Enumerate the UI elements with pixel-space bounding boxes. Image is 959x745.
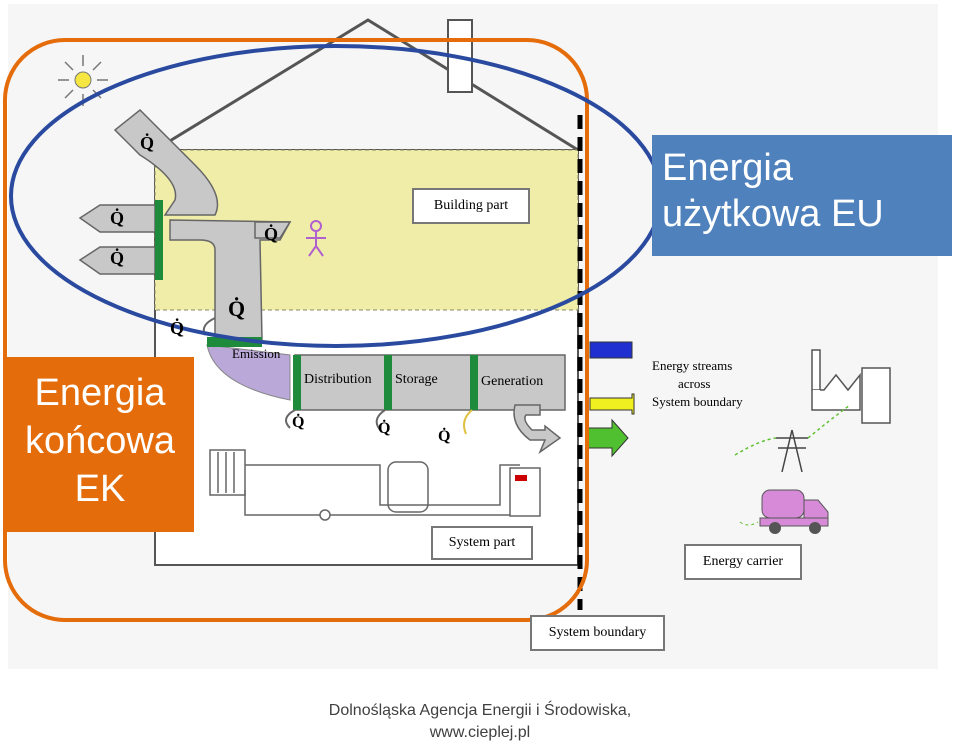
person-icon [306, 220, 326, 257]
footer-line-1: Dolnośląska Agencja Energii i Środowiska… [328, 702, 632, 719]
q-generation-loss-label: Q̇ [438, 428, 451, 445]
eu-line-2: użytkowa EU [662, 193, 884, 235]
power-pylon-icon [734, 404, 851, 473]
heating-system-icon [209, 449, 541, 521]
energy-stream-arrow-yellow [589, 393, 635, 415]
energia-koncowa-callout: Energia końcowa EK [6, 357, 194, 532]
q-solar-label: Q̇ [140, 133, 155, 153]
internal-gain-arrow [254, 221, 292, 239]
system-boundary-label: System boundary [530, 615, 665, 651]
q-duct-label: Q̇ [228, 296, 246, 321]
generation-return-arrow [513, 404, 562, 455]
energy-streams-line-3: System boundary [652, 394, 743, 409]
house-roof [154, 18, 579, 152]
footer: Dolnośląska Agencja Energii i Środowiska… [270, 700, 690, 744]
ek-line-3: EK [74, 468, 126, 510]
emission-bar [207, 337, 262, 347]
truck-icon [739, 489, 829, 534]
ek-line-2: końcowa [25, 420, 175, 462]
q-storage-loss-label: Q̇ [378, 420, 391, 437]
generation-bar [470, 355, 478, 410]
energia-uzytkowa-callout: Energia użytkowa EU [652, 135, 952, 256]
energy-streams-label: Energy streams across System boundary [652, 357, 743, 411]
energy-stream-arrow-blue [589, 341, 633, 359]
system-duct [294, 354, 566, 411]
q-emission-loss-label: Q̇ [170, 318, 185, 338]
energy-carrier-label: Energy carrier [684, 544, 802, 580]
sun-icon [58, 55, 108, 106]
emission-wedge [206, 344, 291, 401]
energy-streams-line-1: Energy streams [652, 358, 733, 373]
factory-icon [811, 349, 891, 424]
storage-label: Storage [395, 372, 438, 387]
energy-streams-line-2: across [678, 376, 711, 391]
eu-line-1: Energia [662, 147, 793, 189]
q-loss-label-1: Q̇ [110, 208, 125, 228]
distribution-bar [293, 355, 301, 410]
ek-frame [3, 38, 589, 622]
internal-duct [169, 219, 292, 341]
footer-link[interactable]: www.cieplej.pl [429, 724, 531, 741]
q-distribution-loss-label: Q̇ [292, 414, 305, 431]
distribution-label: Distribution [304, 372, 372, 387]
q-internal-label: Q̇ [264, 224, 279, 244]
building-part-label: Building part [412, 188, 530, 224]
generation-label: Generation [481, 374, 544, 389]
wall-bar [155, 200, 163, 280]
energy-stream-arrow-green [587, 418, 629, 458]
q-loss-label-2: Q̇ [110, 248, 125, 268]
system-part-label: System part [431, 526, 533, 560]
emission-label: Emission [232, 346, 281, 361]
solar-gain-duct [113, 108, 219, 216]
storage-bar [384, 355, 392, 410]
ek-line-1: Energia [34, 372, 166, 414]
